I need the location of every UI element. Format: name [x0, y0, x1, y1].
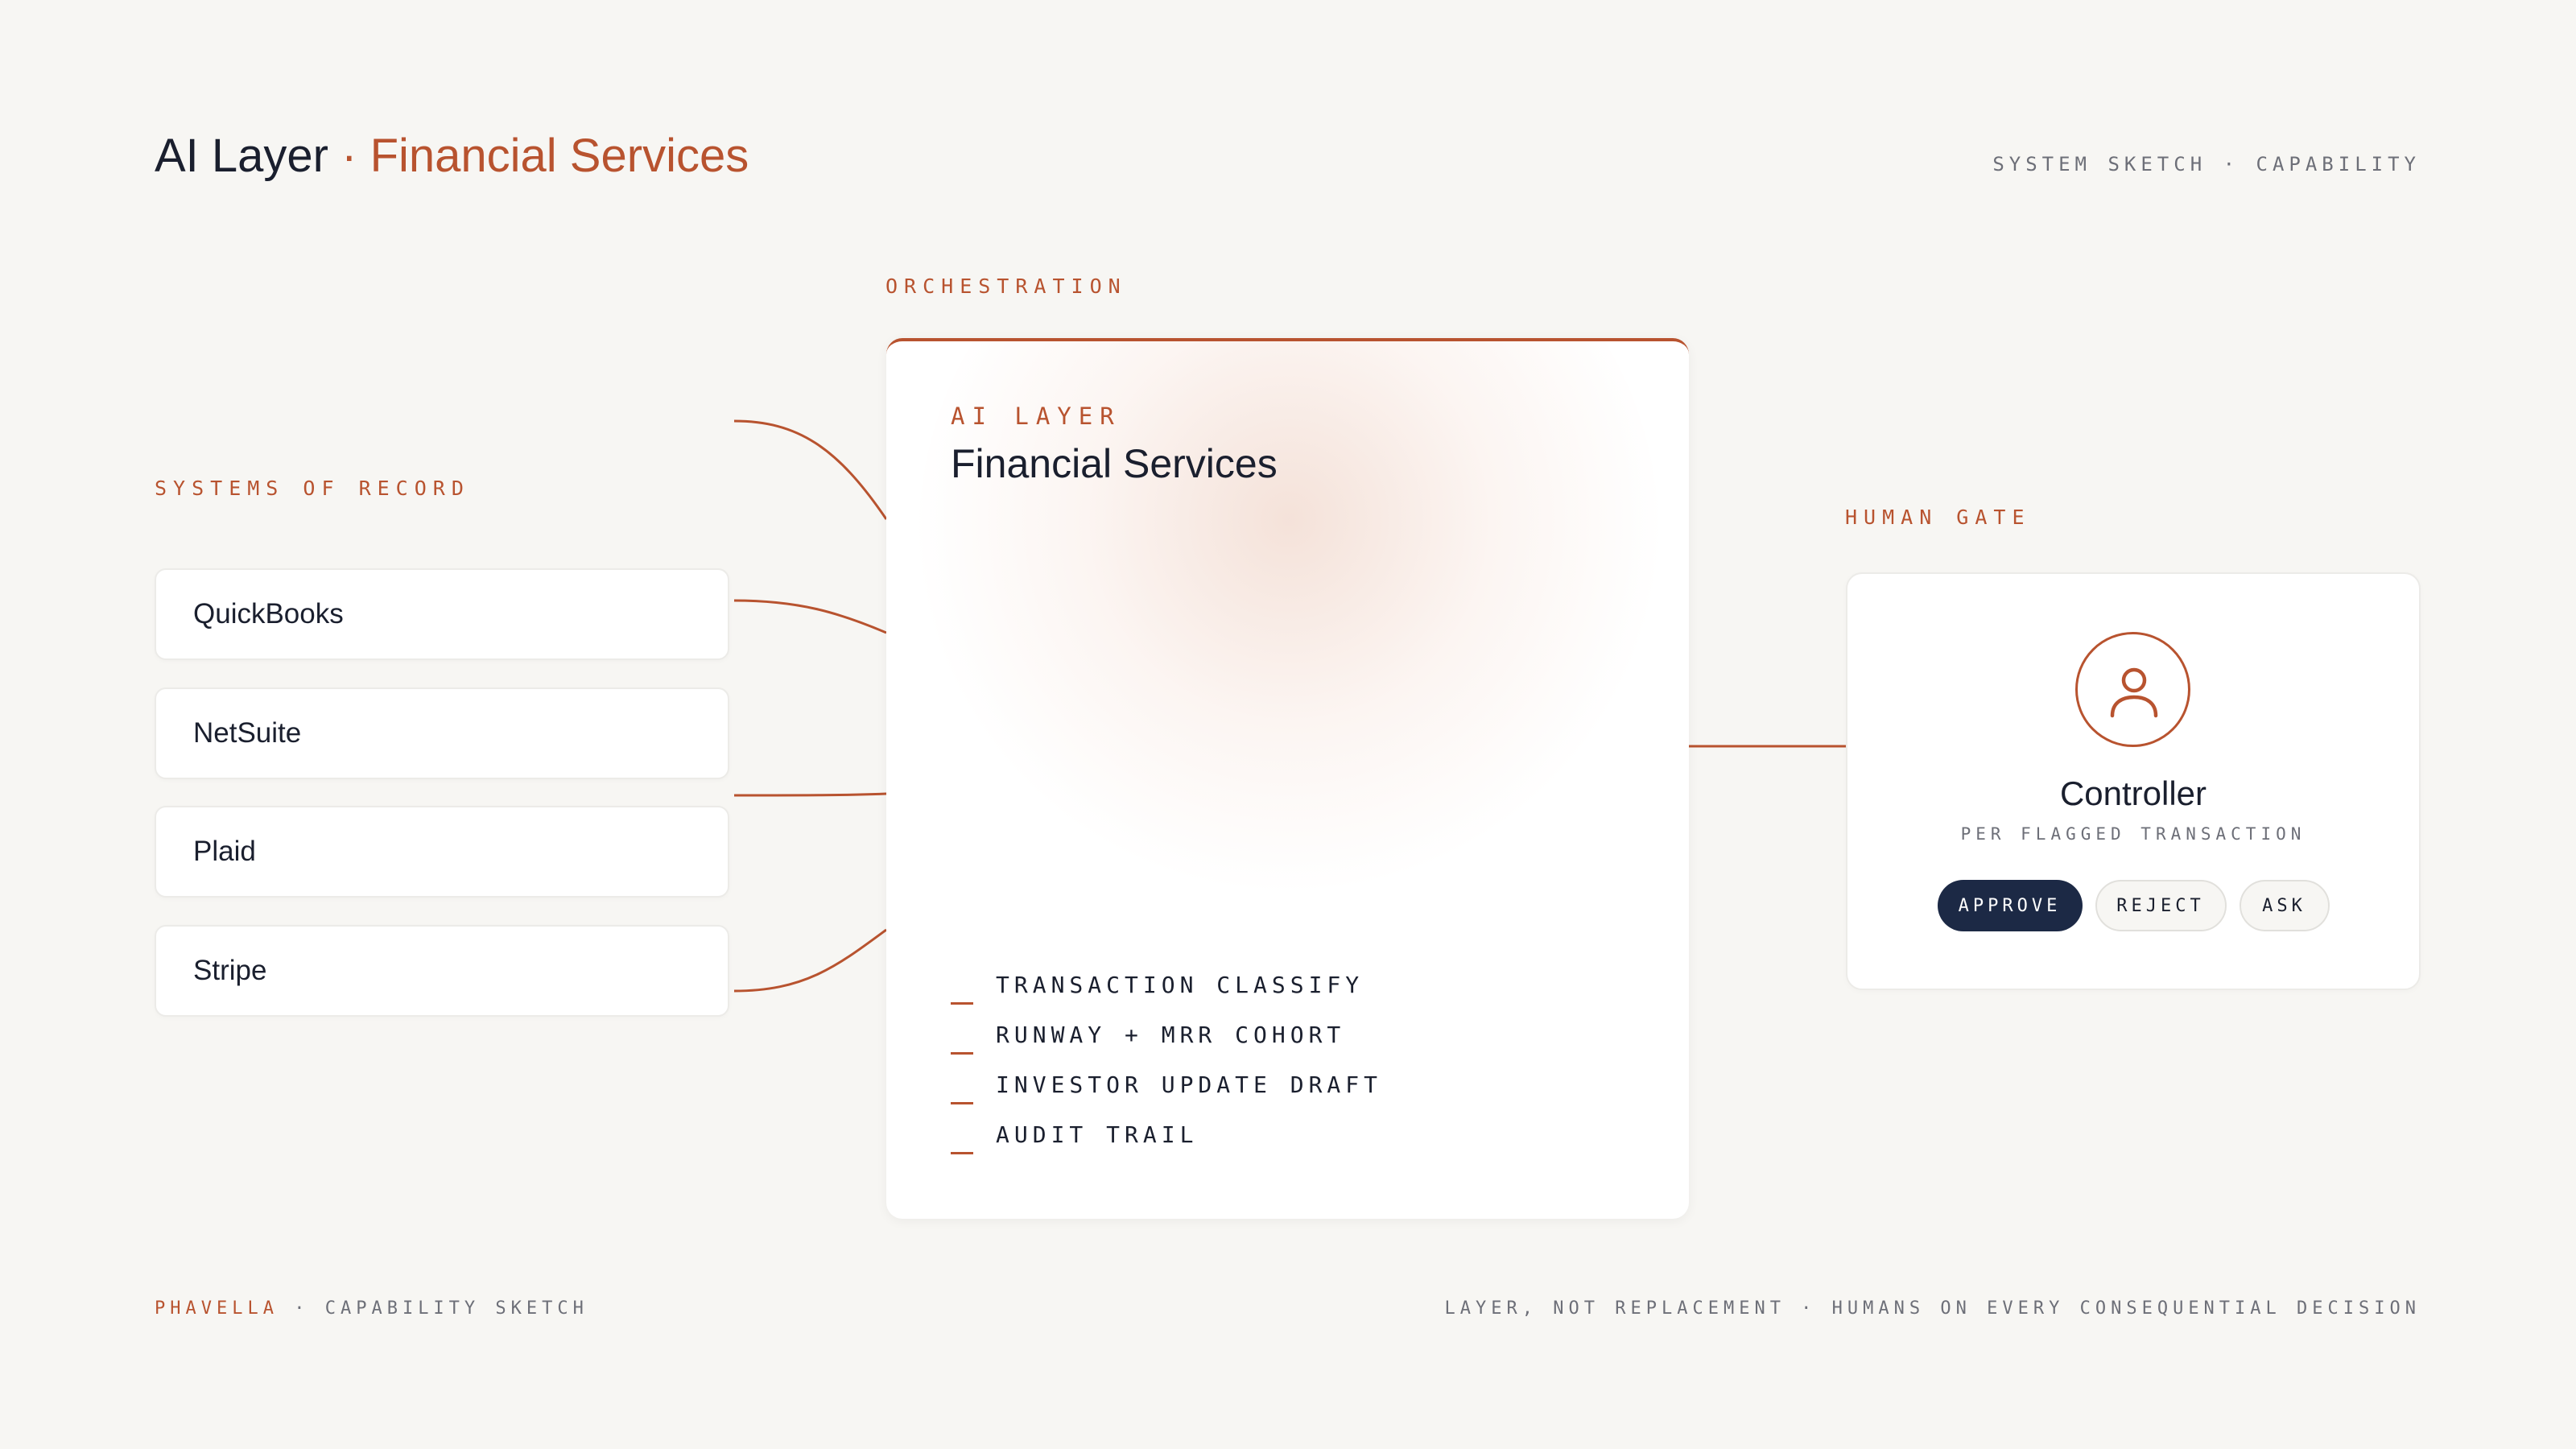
role-subtitle: PER FLAGGED TRANSACTION	[1960, 824, 2306, 844]
avatar	[2075, 632, 2190, 747]
source-card-plaid: Plaid	[155, 806, 729, 898]
source-name: Plaid	[193, 836, 256, 867]
connector-line	[733, 792, 887, 797]
user-icon	[2110, 667, 2158, 718]
dash-icon	[951, 1077, 973, 1104]
brand-name: PHAVELLA	[155, 1298, 279, 1319]
footer-left-text: CAPABILITY SKETCH	[324, 1298, 588, 1319]
ask-button[interactable]: ASK	[2239, 880, 2330, 931]
capability-label: TRANSACTION CLASSIFY	[996, 972, 1364, 998]
connector-line	[733, 928, 887, 993]
dash-icon	[951, 977, 973, 1005]
action-buttons: APPROVE REJECT ASK	[1847, 880, 2419, 931]
source-card-netsuite: NetSuite	[155, 687, 729, 779]
human-gate-label: HUMAN GATE	[1845, 506, 2031, 529]
approve-button[interactable]: APPROVE	[1937, 880, 2083, 931]
role-name: Controller	[2059, 774, 2207, 812]
source-card-stripe: Stripe	[155, 925, 729, 1017]
title-accent: Financial Services	[369, 130, 749, 182]
capability-label: RUNWAY + MRR COHORT	[996, 1022, 1346, 1048]
connector-line	[733, 419, 888, 520]
title-separator: ·	[341, 130, 357, 182]
dash-icon	[951, 1127, 973, 1154]
sketch-tag: SYSTEM SKETCH · CAPABILITY	[1992, 153, 2421, 175]
capability-label: INVESTOR UPDATE DRAFT	[996, 1071, 1383, 1098]
page-title: AI Layer · Financial Services	[155, 127, 749, 185]
title-main: AI Layer	[155, 130, 328, 182]
footer-separator: ·	[294, 1298, 310, 1319]
sources-label: SYSTEMS OF RECORD	[155, 477, 470, 500]
orchestration-label: ORCHESTRATION	[886, 275, 1127, 298]
card-title: Financial Services	[951, 441, 1278, 486]
human-gate-card: Controller PER FLAGGED TRANSACTION APPRO…	[1846, 572, 2421, 990]
orchestration-card: AI LAYER Financial Services TRANSACTION …	[886, 338, 1689, 1219]
reject-button[interactable]: REJECT	[2095, 880, 2227, 931]
capability-label: AUDIT TRAIL	[996, 1121, 1199, 1148]
footer-right: LAYER, NOT REPLACEMENT · HUMANS ON EVERY…	[1444, 1298, 2421, 1319]
card-eyebrow: AI LAYER	[951, 402, 1121, 430]
source-card-quickbooks: QuickBooks	[155, 568, 729, 660]
source-name: Stripe	[193, 955, 267, 986]
connector-line	[733, 599, 887, 634]
dash-icon	[951, 1027, 973, 1055]
source-name: QuickBooks	[193, 598, 344, 630]
footer-left: PHAVELLA · CAPABILITY SKETCH	[155, 1298, 588, 1319]
source-name: NetSuite	[193, 717, 302, 749]
